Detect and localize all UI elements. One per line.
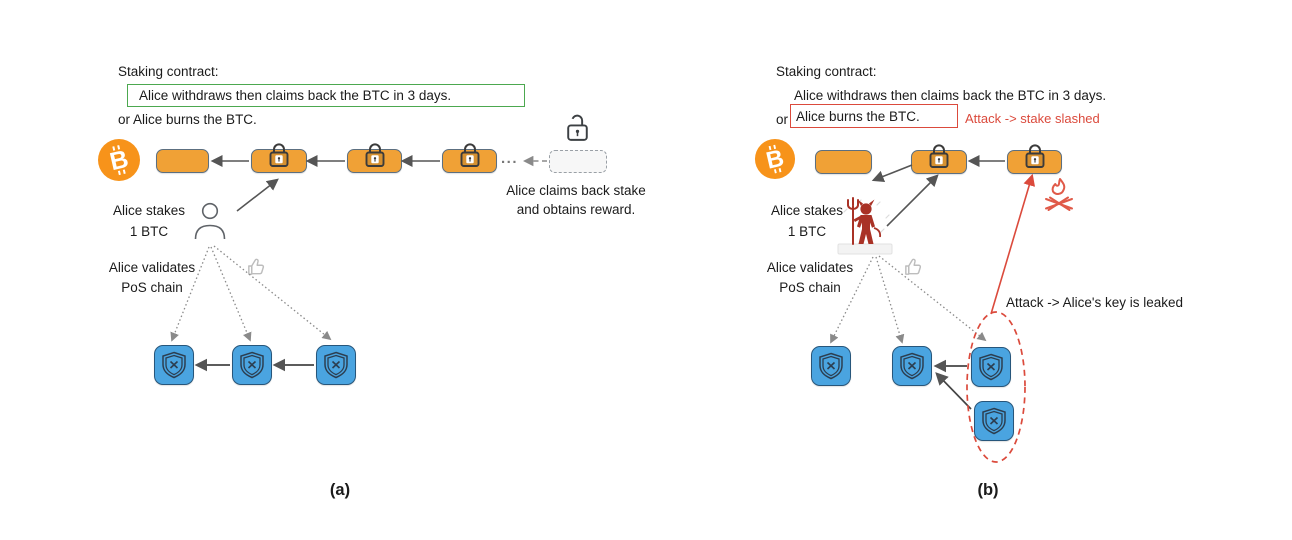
a-pos-block-2 (232, 345, 272, 385)
b-btc-logo-icon (754, 138, 796, 180)
shield-cross-icon (324, 351, 348, 379)
b-dotted-validate-2 (875, 256, 905, 344)
a-chain-block-4 (442, 143, 497, 173)
b-stakes-label: Alice stakes 1 BTC (757, 200, 857, 242)
b-pos-block-2 (892, 346, 932, 386)
a-staker-person-icon (194, 202, 226, 240)
lock-icon (269, 143, 289, 167)
a-pos-block-3 (316, 345, 356, 385)
a-withdraw-clause-text: Alice withdraws then claims back the BTC… (139, 88, 452, 103)
a-thumbs-up-icon (248, 258, 265, 275)
b-contract-title: Staking contract: (776, 64, 877, 79)
b-thumbs-up-icon (905, 258, 922, 275)
b-validates-label: Alice validates PoS chain (754, 258, 866, 298)
a-chain-block-3 (347, 143, 402, 173)
b-chain-block-3 (1007, 144, 1062, 174)
b-arrow-stake-to-chain (886, 174, 939, 227)
a-chain-block-1 (156, 149, 209, 173)
a-stakes-label: Alice stakes 1 BTC (99, 200, 199, 242)
a-chain-ellipsis: ... (501, 150, 519, 167)
shield-cross-icon (819, 352, 843, 380)
b-pos-block-1 (811, 346, 851, 386)
b-chain-block-2 (911, 144, 967, 174)
b-chain-block-1 (815, 150, 872, 174)
b-caption: (b) (977, 481, 999, 499)
b-arrow-pos4-to-pos2 (935, 372, 972, 410)
lock-icon (929, 144, 949, 168)
a-pos-block-1 (154, 345, 194, 385)
a-claim-note-line1: Alice claims back stake (506, 183, 646, 198)
b-pos-block-3 (971, 347, 1011, 387)
a-caption: (a) (329, 481, 351, 499)
a-validates-line1: Alice validates (108, 260, 196, 275)
lock-icon (1025, 144, 1044, 168)
a-stakes-line1: Alice stakes (112, 203, 186, 218)
b-burn-clause-text: Alice burns the BTC. (796, 108, 920, 124)
b-arrow-block2-fork (871, 164, 913, 183)
b-validates-line2: PoS chain (779, 280, 841, 295)
shield-cross-icon (982, 407, 1006, 435)
a-pending-block (549, 150, 607, 173)
shield-cross-icon (979, 353, 1003, 381)
shield-cross-icon (162, 351, 186, 379)
b-attack-key-label: Attack -> Alice's key is leaked (1006, 295, 1184, 310)
a-validates-line2: PoS chain (121, 280, 183, 295)
a-btc-logo-icon (97, 138, 141, 182)
b-withdraw-clause-text: Alice withdraws then claims back the BTC… (794, 88, 1107, 103)
b-campfire-icon (1045, 178, 1073, 211)
b-burn-clause-box: Alice burns the BTC. (790, 104, 958, 128)
shield-cross-icon (240, 351, 264, 379)
b-attack-slashed-label: Attack -> stake slashed (965, 111, 1100, 126)
b-dotted-validate-3 (878, 255, 987, 342)
a-chain-block-2 (251, 143, 307, 173)
a-arrow-stake-to-chain (236, 178, 279, 212)
b-stakes-line2: 1 BTC (787, 224, 827, 239)
a-stakes-line2: 1 BTC (129, 224, 169, 239)
a-withdraw-clause-box: Alice withdraws then claims back the BTC… (127, 84, 525, 107)
a-dotted-validate-3 (213, 245, 332, 341)
a-claim-note: Alice claims back stake and obtains rewa… (487, 181, 665, 219)
b-pos-block-4 (974, 401, 1014, 441)
lock-icon (460, 143, 479, 167)
shield-cross-icon (900, 352, 924, 380)
a-contract-title: Staking contract: (118, 64, 219, 79)
b-burn-prefix: or (776, 112, 789, 127)
b-stakes-line1: Alice stakes (770, 203, 844, 218)
a-validates-label: Alice validates PoS chain (96, 258, 208, 298)
a-burn-clause-text: or Alice burns the BTC. (118, 112, 257, 127)
a-open-lock-icon (567, 114, 588, 141)
b-validates-line1: Alice validates (766, 260, 854, 275)
lock-icon (365, 143, 384, 167)
a-claim-note-line2: and obtains reward. (516, 202, 636, 217)
